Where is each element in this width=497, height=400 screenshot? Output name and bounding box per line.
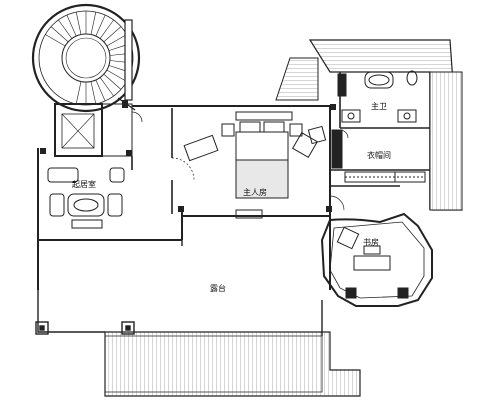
study-room — [320, 212, 433, 307]
terrace-outline — [35, 240, 323, 336]
stair-tread — [99, 19, 114, 39]
stair-tread — [45, 34, 66, 47]
bath-fixtures — [337, 70, 418, 123]
roof-hatching — [104, 39, 463, 397]
room-label-study: 书房 — [363, 238, 379, 247]
stair-tread — [106, 69, 127, 82]
stair-tread — [66, 14, 77, 37]
room-label-walk-in-closet: 衣帽间 — [367, 151, 391, 160]
stair-tread — [75, 81, 82, 105]
spiral-staircase — [31, 3, 141, 113]
master-bed — [221, 111, 303, 199]
room-label-master-bedroom: 主人房 — [243, 188, 267, 197]
door-swings — [131, 111, 349, 211]
stair-tread — [50, 26, 69, 43]
stair-tread — [103, 26, 122, 43]
stair-tread — [99, 77, 114, 97]
closet-rails — [331, 129, 426, 183]
stair-tread — [58, 19, 73, 39]
stair-tread — [95, 14, 106, 37]
stair-tread — [90, 11, 97, 35]
stair-tread — [75, 11, 82, 35]
room-label-terrace: 露台 — [210, 284, 226, 293]
stair-tread — [90, 81, 97, 105]
elevator-core — [54, 103, 133, 157]
living-furniture — [47, 167, 125, 229]
stair-tread — [103, 73, 122, 90]
stair-tread — [106, 34, 127, 47]
bedroom-furniture — [183, 125, 327, 219]
room-label-living: 起居室 — [72, 180, 96, 189]
wall-columns — [40, 100, 336, 212]
room-label-master-bath: 主卫 — [371, 102, 387, 111]
stair-tread — [95, 79, 106, 102]
